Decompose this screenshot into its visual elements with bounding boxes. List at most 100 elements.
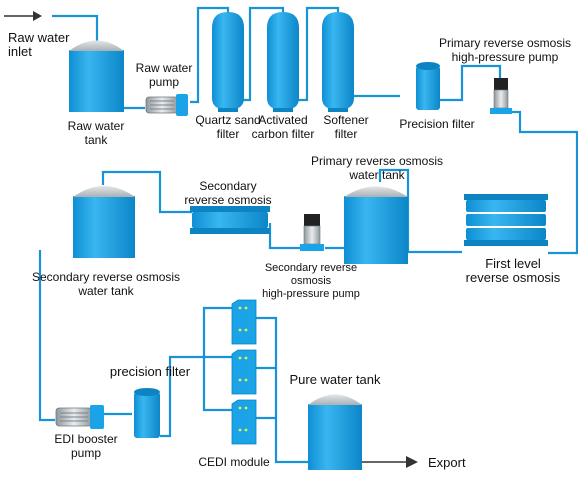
pipe-precision-to-ropump	[440, 64, 502, 102]
label-line: Softener	[323, 113, 368, 127]
pipe-ropump-to-ro1	[508, 110, 578, 255]
label-line: pump	[71, 446, 101, 460]
label-precision-filter-2: precision filter	[110, 364, 191, 379]
label-line: Precision filter	[399, 117, 474, 131]
label-line: high-pressure pump	[452, 50, 559, 64]
label-line: Secondary reverse osmosis	[32, 270, 180, 284]
cedi-led	[244, 406, 248, 410]
label-line: filter	[335, 127, 358, 141]
cedi-led	[238, 406, 242, 410]
cedi-module-2	[231, 349, 257, 395]
label-line: Raw water	[8, 30, 70, 45]
pipes	[38, 6, 578, 464]
cedi-led	[238, 428, 242, 432]
pipe-pump-to-quartz	[190, 6, 230, 104]
pipe-cedi-top-inlet	[202, 306, 232, 357]
edi-booster-pump	[55, 405, 104, 429]
activated-carbon-filter	[267, 12, 299, 112]
label-line: filter	[217, 127, 240, 141]
label-line: reverse osmosis	[466, 270, 561, 285]
inlet-arrow-head	[33, 11, 42, 21]
pipe-ro2-to-secondary-tank	[101, 170, 192, 214]
cedi-module-1	[231, 299, 257, 345]
label-line: inlet	[8, 44, 32, 59]
pure-water-tank	[308, 394, 362, 470]
primary-ro-tank	[344, 186, 408, 264]
pipe-cedi-bottom-inlet	[202, 357, 232, 412]
pipe-cedi-outlet-manifold	[255, 316, 308, 464]
label-line: Raw water	[136, 61, 193, 75]
cedi-modules	[231, 299, 257, 445]
label-line: First level	[485, 256, 541, 271]
label-cedi-module: CEDI module	[198, 455, 270, 469]
label-line: reverse osmosis	[184, 193, 271, 207]
cedi-led	[244, 328, 248, 332]
pipe-carbon-to-softener	[298, 6, 340, 102]
label-line: carbon filter	[252, 127, 315, 141]
label-line: Secondary	[199, 179, 256, 193]
pipe-filter2-to-cedi-mid	[160, 355, 232, 438]
cedi-led	[244, 428, 248, 432]
precision-filter-1	[416, 62, 440, 110]
cedi-led	[244, 306, 248, 310]
label-line: Activated	[258, 113, 307, 127]
export-arrow-head	[406, 456, 418, 468]
quartz-sand-filter	[212, 12, 244, 112]
label-line: Pure water tank	[289, 372, 381, 387]
cedi-led	[238, 378, 242, 382]
label-export: Export	[428, 455, 466, 470]
label-line: water tank	[348, 168, 405, 182]
softener-filter	[322, 12, 354, 112]
label-line: Raw water	[68, 119, 125, 133]
cedi-led	[238, 306, 242, 310]
flow-arrows	[4, 11, 418, 468]
cedi-led	[238, 328, 242, 332]
label-line: EDI booster	[54, 432, 117, 446]
label-line: precision filter	[110, 364, 191, 379]
precision-filter-2	[134, 388, 160, 438]
first-level-ro	[464, 194, 548, 246]
label-line: CEDI module	[198, 455, 270, 469]
pipe-quartz-to-carbon	[243, 6, 285, 102]
label-line: tank	[85, 133, 109, 147]
primary-ro-pump	[490, 78, 512, 114]
cedi-led	[244, 356, 248, 360]
label-line: Primary reverse osmosis	[439, 36, 571, 50]
label-precision-filter-1: Precision filter	[399, 117, 474, 131]
label-line: Quartz sand	[195, 113, 260, 127]
raw-water-pump	[145, 94, 188, 116]
label-line: high-pressure pump	[262, 288, 360, 300]
secondary-ro-pump	[300, 214, 324, 251]
pipe-ro1-to-primary-tank	[378, 168, 462, 254]
cedi-led	[238, 356, 242, 360]
label-line: pump	[149, 75, 179, 89]
label-line: Secondary reverse	[265, 262, 357, 274]
pipe-secondarytank-to-booster	[38, 250, 55, 422]
pipe-inlet	[52, 14, 99, 45]
cedi-led	[244, 378, 248, 382]
label-line: Export	[428, 455, 466, 470]
label-line: osmosis	[291, 275, 332, 287]
label-line: Primary reverse osmosis	[311, 154, 443, 168]
cedi-module-3	[231, 399, 257, 445]
raw-water-tank	[69, 40, 124, 112]
secondary-ro-tank	[73, 186, 135, 258]
label-line: water tank	[77, 284, 134, 298]
secondary-ro-tube	[190, 206, 270, 234]
